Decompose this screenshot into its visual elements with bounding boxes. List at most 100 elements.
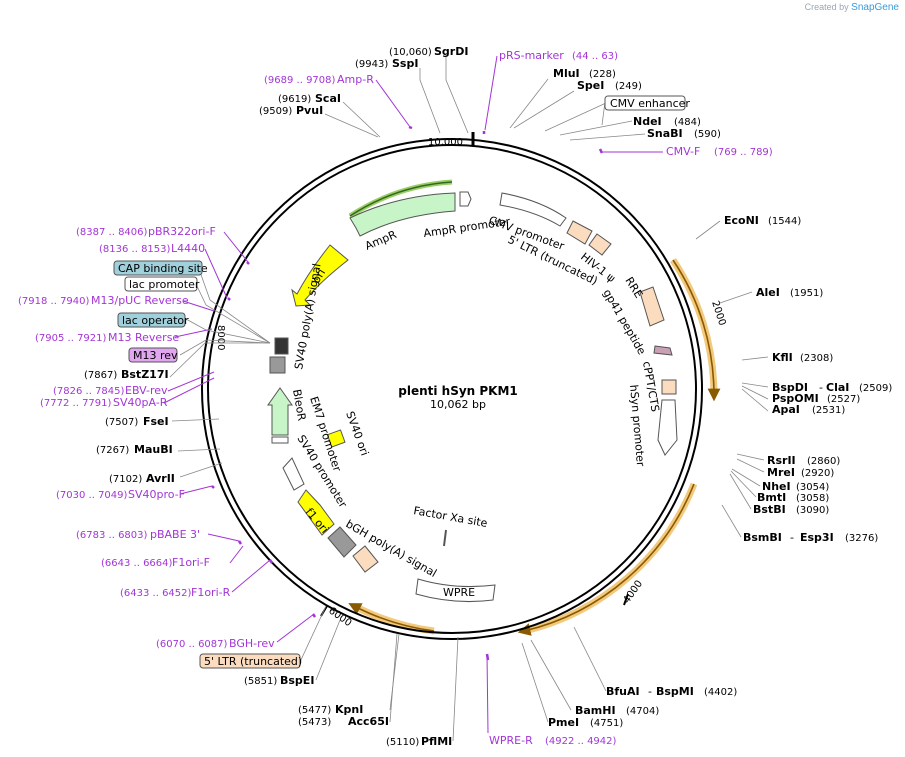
svg-text:pBR322ori-F: pBR322ori-F xyxy=(148,225,216,238)
svg-text:SV40pro-F: SV40pro-F xyxy=(128,488,185,501)
svg-text:L4440: L4440 xyxy=(171,242,205,255)
feature-ampr-arrow xyxy=(349,192,456,237)
svg-text:(1544): (1544) xyxy=(768,216,801,227)
svg-text:(8387 .. 8406): (8387 .. 8406) xyxy=(76,227,148,238)
feature-bgh-polya-box xyxy=(327,526,357,558)
svg-text:SspI: SspI xyxy=(392,57,418,70)
svg-text:(228): (228) xyxy=(589,69,616,80)
svg-text:(6433 .. 6452): (6433 .. 6452) xyxy=(120,588,192,599)
feature-sv40-polya-hatch xyxy=(274,337,289,355)
svg-text:AvrII: AvrII xyxy=(146,472,175,485)
svg-text:(4402): (4402) xyxy=(704,687,737,698)
svg-text:(9689 .. 9708): (9689 .. 9708) xyxy=(264,75,336,86)
svg-text:(5851): (5851) xyxy=(244,676,277,687)
svg-text:(9509): (9509) xyxy=(259,106,292,117)
svg-text:EBV-rev: EBV-rev xyxy=(125,384,168,397)
svg-text:KpnI: KpnI xyxy=(335,703,363,716)
svg-text:WPRE-R: WPRE-R xyxy=(489,734,533,747)
svg-text:pBABE 3': pBABE 3' xyxy=(150,528,200,541)
svg-text:ScaI: ScaI xyxy=(315,92,341,105)
svg-text:BfuAI: BfuAI xyxy=(606,685,640,698)
svg-text:(5477): (5477) xyxy=(298,705,331,716)
primer-labels: pRS-marker (44 .. 63) (9689 .. 9708) Amp… xyxy=(18,49,773,747)
svg-text:M13 Reverse: M13 Reverse xyxy=(108,331,179,344)
feature-ampr-promoter xyxy=(459,191,472,207)
box-cap-binding-site: CAP binding site xyxy=(113,260,208,276)
feature-cmv-promoter xyxy=(499,192,567,227)
svg-text:(6070 .. 6087): (6070 .. 6087) xyxy=(156,639,228,650)
svg-text:(2920): (2920) xyxy=(801,468,834,479)
svg-text:(2860): (2860) xyxy=(807,456,840,467)
svg-text:MauBI: MauBI xyxy=(134,443,173,456)
svg-text:(2509): (2509) xyxy=(859,383,892,394)
svg-text:KflI: KflI xyxy=(772,351,793,364)
svg-text:Amp-R: Amp-R xyxy=(337,73,374,86)
label-hsyn-promoter: hSyn promoter xyxy=(627,384,647,467)
svg-text:pRS-marker: pRS-marker xyxy=(499,49,564,62)
tick-label-2000: 2000 xyxy=(709,300,727,328)
snapgene-watermark: Created by SnapGene xyxy=(805,2,899,13)
backbone-outer xyxy=(201,138,703,640)
feature-gp41 xyxy=(653,345,673,356)
svg-text:(7102): (7102) xyxy=(109,474,142,485)
svg-text:(6643 .. 6664): (6643 .. 6664) xyxy=(101,558,173,569)
svg-text:NdeI: NdeI xyxy=(633,115,662,128)
svg-text:SpeI: SpeI xyxy=(577,79,604,92)
svg-text:(7772 .. 7791): (7772 .. 7791) xyxy=(40,398,112,409)
svg-text:-: - xyxy=(648,685,652,698)
svg-text:(7905 .. 7921): (7905 .. 7921) xyxy=(35,333,107,344)
svg-text:BstBI: BstBI xyxy=(753,503,786,516)
svg-text:(44 .. 63): (44 .. 63) xyxy=(572,51,618,62)
svg-text:BstZ17I: BstZ17I xyxy=(121,368,169,381)
feature-sv40-ori xyxy=(326,429,346,448)
svg-text:(7867): (7867) xyxy=(84,370,117,381)
svg-text:(7918 .. 7940): (7918 .. 7940) xyxy=(18,296,90,307)
svg-text:NheI: NheI xyxy=(762,480,791,493)
svg-text:CAP binding site: CAP binding site xyxy=(118,262,208,275)
label-sv40-polya: SV40 poly(A) signal xyxy=(292,262,323,370)
svg-text:PflMI: PflMI xyxy=(421,735,452,748)
label-bgh-polya: bGH poly(A) signal xyxy=(344,517,439,580)
svg-text:FseI: FseI xyxy=(143,415,169,428)
svg-text:(3058): (3058) xyxy=(796,493,829,504)
label-cppt-cts: cPPT/CTS xyxy=(640,360,662,413)
svg-text:SnaBI: SnaBI xyxy=(647,127,683,140)
ampr-orf-line xyxy=(349,181,453,217)
leader-lines xyxy=(169,56,769,742)
svg-text:(10,060): (10,060) xyxy=(389,47,432,58)
svg-text:F1ori-R: F1ori-R xyxy=(191,586,231,599)
feature-ori-arrow xyxy=(291,244,349,307)
label-wpre: WPRE xyxy=(443,586,475,599)
feature-factor-xa xyxy=(443,529,447,547)
feature-hsyn-promoter xyxy=(657,399,678,456)
svg-text:BmtI: BmtI xyxy=(757,491,786,504)
svg-text:M13/pUC Reverse: M13/pUC Reverse xyxy=(91,294,189,307)
svg-text:BspEI: BspEI xyxy=(280,674,314,687)
svg-text:(5473): (5473) xyxy=(298,717,331,728)
svg-text:lac operator: lac operator xyxy=(122,314,189,327)
svg-text:(4751): (4751) xyxy=(590,718,623,729)
svg-text:(3090): (3090) xyxy=(796,505,829,516)
svg-text:(9943): (9943) xyxy=(355,59,388,70)
svg-text:RsrII: RsrII xyxy=(767,454,796,467)
inner-feature-shapes xyxy=(267,191,678,603)
svg-text:Esp3I: Esp3I xyxy=(800,531,834,544)
label-factor-xa: Factor Xa site xyxy=(412,504,488,530)
svg-text:AleI: AleI xyxy=(756,286,780,299)
svg-text:(1951): (1951) xyxy=(790,288,823,299)
orf-arcs xyxy=(348,258,721,636)
label-bleor: BleoR xyxy=(290,388,308,422)
primer-leaders xyxy=(163,55,663,734)
svg-text:CMV enhancer: CMV enhancer xyxy=(610,97,690,110)
feature-5ltr-arc xyxy=(566,220,593,245)
primer-marks xyxy=(211,125,604,661)
feature-rre xyxy=(639,286,665,327)
watermark-prefix: Created by xyxy=(804,2,849,12)
enzyme-labels: (10,060) SgrDI (9943) SspI (9619) ScaI (… xyxy=(84,45,892,748)
box-cmv-enhancer: CMV enhancer xyxy=(604,95,690,111)
svg-text:F1ori-F: F1ori-F xyxy=(172,556,210,569)
label-sv40-ori: SV40 ori xyxy=(343,410,371,458)
svg-text:(7267): (7267) xyxy=(96,445,129,456)
svg-text:BGH-rev: BGH-rev xyxy=(229,637,275,650)
svg-text:-: - xyxy=(790,531,794,544)
